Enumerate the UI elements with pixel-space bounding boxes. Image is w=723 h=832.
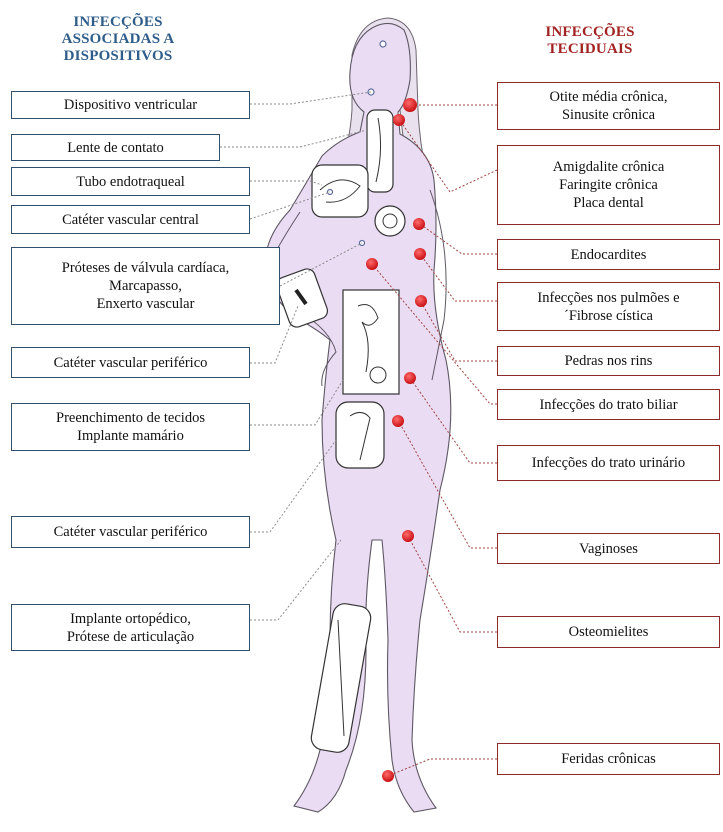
infection-site-ear xyxy=(403,98,417,112)
label-dispositivo-ventricular: Dispositivo ventricular xyxy=(11,91,250,119)
infection-site-foot xyxy=(382,770,394,782)
label-vaginoses: Vaginoses xyxy=(497,533,720,564)
label-pedras-rins: Pedras nos rins xyxy=(497,346,720,376)
label-tubo-endotraqueal: Tubo endotraqueal xyxy=(11,167,250,196)
label-otite-sinusite: Otite média crônica, Sinusite crônica xyxy=(497,82,720,130)
infection-site-kidney xyxy=(415,295,427,307)
label-lente-de-contato: Lente de contato xyxy=(11,134,220,161)
connector-l9 xyxy=(250,540,341,620)
label-proteses-valvula: Próteses de válvula cardíaca, Marcapasso… xyxy=(11,247,280,325)
label-trato-urinario: Infecções do trato urinário xyxy=(497,445,720,481)
inset-trachea xyxy=(312,165,368,217)
label-amigdalite-faringite: Amigdalite crônica Faringite crônica Pla… xyxy=(497,145,720,225)
infection-site-vagina xyxy=(402,530,414,542)
label-cateter-vascular-periferico-2: Catéter vascular periférico xyxy=(11,516,250,548)
label-implante-ortopedico: Implante ortopédico, Prótese de articula… xyxy=(11,604,250,651)
label-osteomielites: Osteomielites xyxy=(497,616,720,648)
label-pulmoes-fibrose: Infecções nos pulmões e ´Fibrose cística xyxy=(497,282,720,331)
infection-site-biliary xyxy=(404,372,416,384)
infection-site-urinary xyxy=(392,415,404,427)
inset-heart-valve xyxy=(375,206,405,236)
label-cateter-vascular-periferico-1: Catéter vascular periférico xyxy=(11,347,250,378)
marker-head xyxy=(380,41,386,47)
infection-site-lung-right xyxy=(366,258,378,270)
device-infections-header: INFECÇÕES ASSOCIADAS A DISPOSITIVOS xyxy=(18,14,218,65)
label-feridas-cronicas: Feridas crônicas xyxy=(497,743,720,775)
label-preenchimento-tecidos: Preenchimento de tecidos Implante mamári… xyxy=(11,403,250,451)
label-endocardites: Endocardites xyxy=(497,239,720,270)
tissue-infections-header: INFECÇÕES TECIDUAIS xyxy=(520,24,660,58)
infection-site-lung-left xyxy=(414,248,426,260)
infection-site-throat xyxy=(393,114,405,126)
label-trato-biliar: Infecções do trato biliar xyxy=(497,389,720,420)
infection-site-heart xyxy=(413,218,425,230)
label-cateter-vascular-central: Catéter vascular central xyxy=(11,205,250,234)
